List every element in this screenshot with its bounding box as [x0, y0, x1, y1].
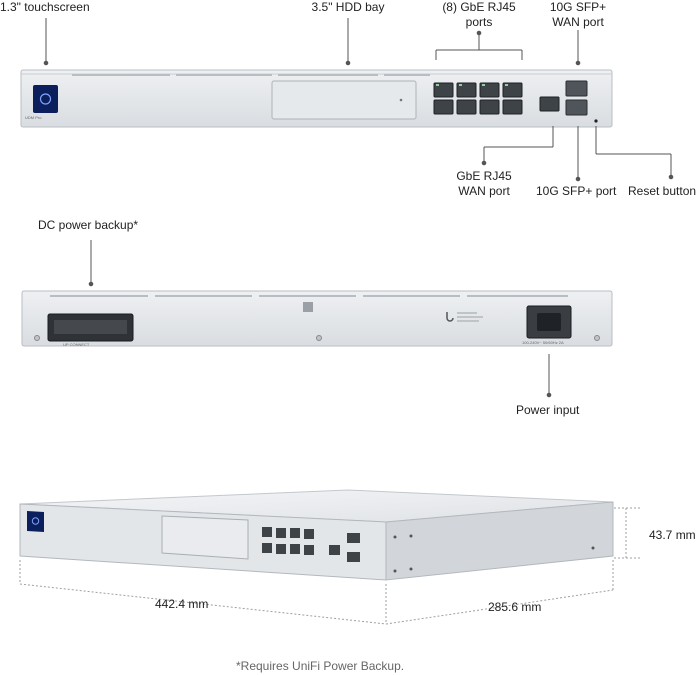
hdd-bay-label: 3.5" HDD bay: [311, 0, 385, 14]
front-panel: [20, 69, 613, 128]
rj45-ports-label-line1: (8) GbE RJ45: [442, 0, 516, 14]
depth-dimension: 285.6 mm: [488, 600, 542, 614]
rear-callouts: [88, 240, 552, 398]
rear-power-text: 100-240V~ 50/60Hz 2A: [522, 340, 564, 345]
height-dimension: 43.7 mm: [649, 528, 696, 542]
footnote: *Requires UniFi Power Backup.: [236, 659, 405, 673]
dc-power-backup-label: DC power backup*: [38, 218, 139, 232]
rj45-ports-label-line2: ports: [465, 15, 493, 29]
gbe-wan-label-line2: WAN port: [458, 184, 510, 198]
power-input-label: Power input: [516, 403, 580, 417]
sfp-wan-label-line2: WAN port: [552, 15, 604, 29]
hdd-bay: [271, 80, 417, 120]
rear-backup-text: UP CONNECT: [63, 342, 90, 347]
front-model-text: UDM Pro: [25, 115, 42, 120]
gbe-wan-label-line1: GbE RJ45: [456, 169, 512, 183]
front-callouts: [43, 18, 674, 182]
reset-button: [594, 119, 598, 123]
touchscreen-label: 1.3" touchscreen: [0, 0, 90, 14]
touchscreen-display: [33, 85, 58, 113]
rear-panel: [21, 290, 613, 347]
rj45-port-group: [433, 82, 523, 115]
sfp-port-label: 10G SFP+ port: [536, 184, 617, 198]
width-dimension: 442.4 mm: [155, 597, 209, 611]
sfp-wan-port: [565, 80, 588, 97]
sfp-port: [565, 99, 588, 116]
dimension-lines: [19, 507, 640, 625]
sfp-wan-label-line1: 10G SFP+: [549, 0, 607, 14]
gbe-wan-port: [539, 96, 560, 112]
reset-button-label: Reset button: [628, 184, 697, 198]
isometric-view: [19, 489, 614, 581]
